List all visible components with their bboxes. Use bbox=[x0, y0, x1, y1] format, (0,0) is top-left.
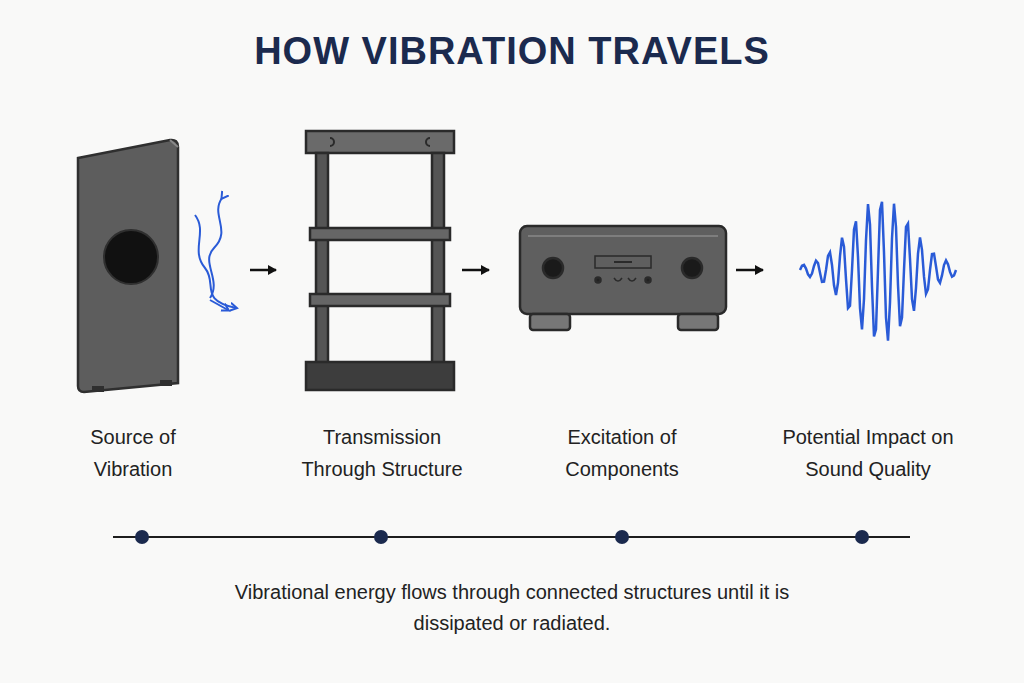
waveform bbox=[800, 202, 956, 341]
diagram-title: HOW VIBRATION TRAVELS bbox=[0, 30, 1024, 73]
stage-label: Potential Impact on Sound Quality bbox=[776, 421, 961, 485]
stage-label: Source of Vibration bbox=[58, 421, 208, 485]
equipment-rack bbox=[306, 131, 454, 390]
stage-label: Excitation of Components bbox=[547, 421, 697, 485]
speaker-cabinet bbox=[78, 140, 178, 392]
timeline bbox=[113, 530, 910, 544]
amplifier bbox=[520, 226, 726, 330]
vibration-waves bbox=[195, 198, 236, 310]
caption: Vibrational energy flows through connect… bbox=[232, 577, 792, 639]
stage-label: Transmission Through Structure bbox=[285, 421, 480, 485]
